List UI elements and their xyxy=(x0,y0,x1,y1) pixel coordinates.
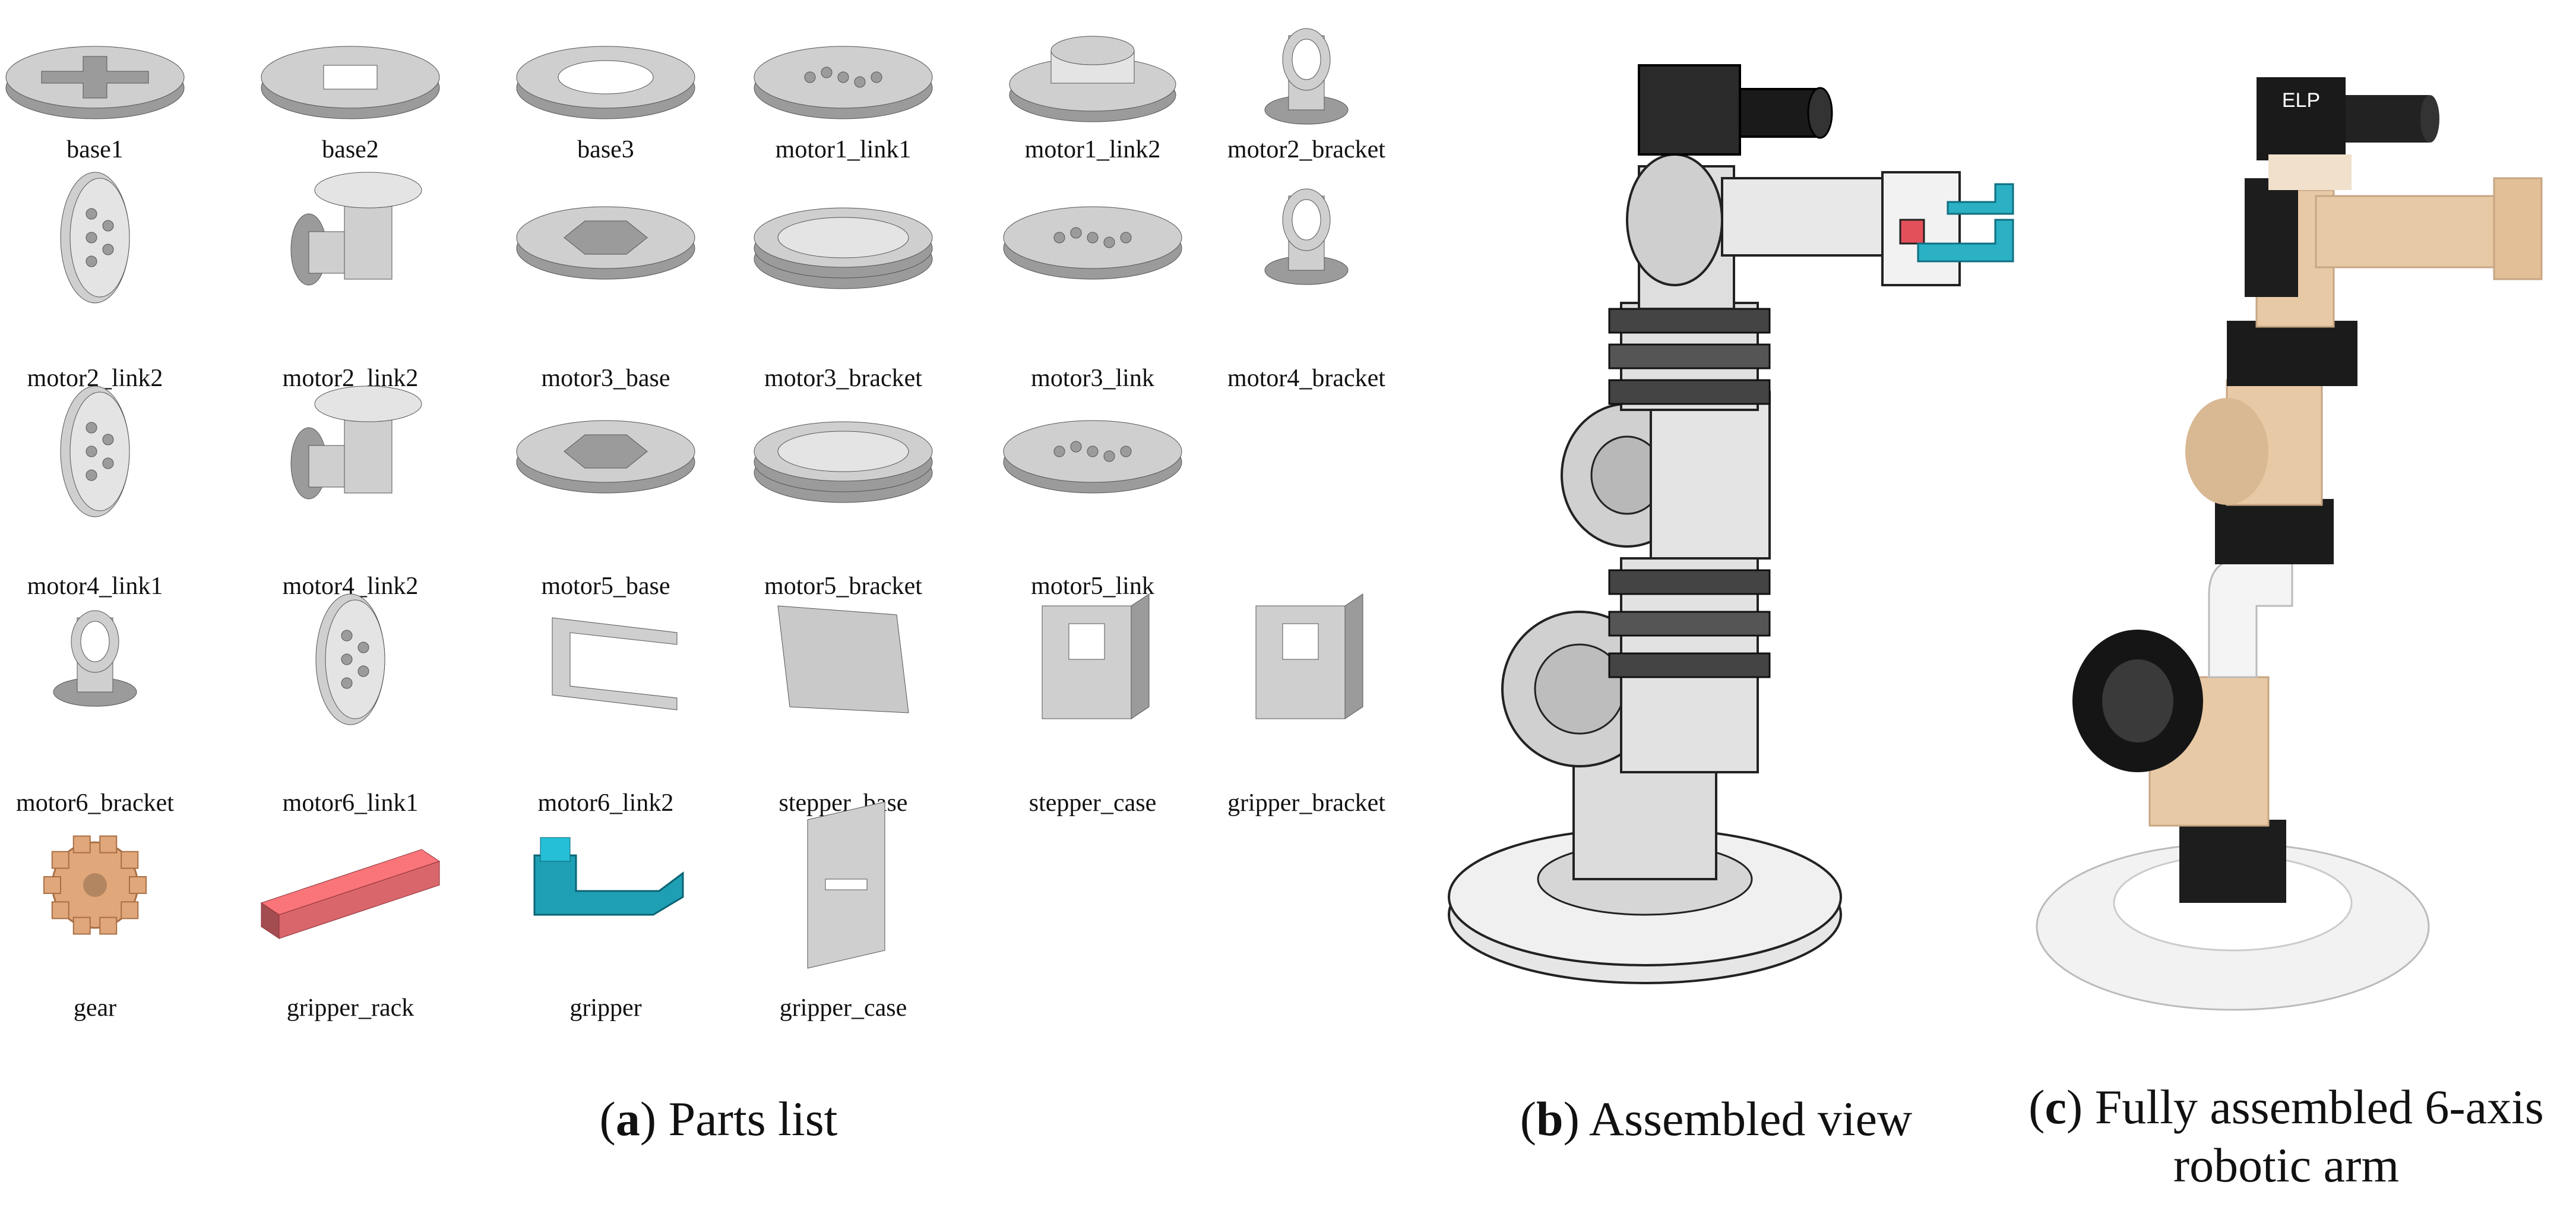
part-base1: base1 xyxy=(5,46,185,163)
caption-a: (a) Parts list xyxy=(599,1092,838,1146)
part-gripper-bracket: gripper_bracket xyxy=(1227,593,1385,817)
ring-stack-icon xyxy=(754,207,933,289)
part-stepper-case: stepper_case xyxy=(1029,593,1157,817)
block-case-icon xyxy=(1042,593,1150,719)
disc-side-icon xyxy=(315,593,385,725)
part-label: gripper_bracket xyxy=(1227,789,1385,817)
plate-square-window-icon xyxy=(261,46,440,119)
part-motor5-bracket: motor5_bracket xyxy=(754,421,933,600)
part-label: motor4_link1 xyxy=(27,573,163,600)
robot-arm-photo: ELP xyxy=(2036,77,2543,1011)
ring-stack-icon xyxy=(754,421,933,503)
plate-holes-icon xyxy=(1003,420,1182,494)
part-label: motor3_bracket xyxy=(764,365,922,392)
disc-side-icon xyxy=(60,386,130,517)
plate-holes-icon xyxy=(1003,206,1182,280)
u-channel-icon xyxy=(552,617,678,710)
part-gripper-rack: gripper_rack xyxy=(260,849,441,1022)
part-label: motor6_link2 xyxy=(538,789,674,817)
part-gear: gear xyxy=(43,835,147,1022)
part-label: motor1_link2 xyxy=(1025,136,1161,163)
part-motor1-link1: motor1_link1 xyxy=(754,46,933,163)
stepped-plate-icon xyxy=(1009,36,1176,122)
part-motor3-base: motor3_base xyxy=(516,206,695,392)
part-base2: base2 xyxy=(261,46,440,163)
part-label: motor6_bracket xyxy=(16,789,174,817)
part-base3: base3 xyxy=(516,46,695,163)
part-label: motor3_link xyxy=(1031,365,1154,392)
part-motor3-link: motor3_link xyxy=(1003,206,1182,392)
part-motor6-link2: motor6_link2 xyxy=(538,617,678,817)
square-plate-icon xyxy=(777,605,909,713)
part-label: gear xyxy=(74,994,116,1022)
part-motor6-link1: motor6_link1 xyxy=(283,593,419,817)
block-bracket-icon xyxy=(1255,593,1363,719)
part-motor3-bracket: motor3_bracket xyxy=(754,207,933,392)
plate-holes-icon xyxy=(754,46,933,119)
part-motor5-base: motor5_base xyxy=(516,420,695,600)
part-gripper-case: gripper_case xyxy=(780,801,907,1022)
part-label: motor5_bracket xyxy=(764,573,922,600)
part-label: motor2_bracket xyxy=(1227,136,1385,163)
part-label: motor3_base xyxy=(542,365,670,392)
part-label: base1 xyxy=(67,136,124,163)
part-label: base3 xyxy=(577,136,634,163)
part-label: gripper_rack xyxy=(287,994,414,1022)
ring-bracket-icon xyxy=(53,610,137,707)
hex-plate-icon xyxy=(516,206,695,280)
part-gripper: gripper xyxy=(533,837,684,1022)
hex-plate-icon xyxy=(516,420,695,494)
part-motor6-bracket: motor6_bracket xyxy=(16,610,174,817)
part-label: motor1_link1 xyxy=(776,136,912,163)
part-motor4-link1: motor4_link1 xyxy=(27,386,163,600)
part-motor1-link2: motor1_link2 xyxy=(1009,36,1176,163)
part-label: gripper_case xyxy=(780,994,907,1022)
bracket-icon xyxy=(1264,28,1349,125)
part-motor2-link2: motor2_link2 xyxy=(27,172,163,392)
part-motor2-bracket: motor2_bracket xyxy=(1227,28,1385,163)
part-label: stepper_case xyxy=(1029,789,1157,817)
plate-cross-icon xyxy=(5,46,185,119)
part-stepper-base: stepper_base xyxy=(777,605,909,817)
caption-b: (b) Assembled view xyxy=(1520,1092,1913,1146)
slotted-plate-icon xyxy=(807,801,885,969)
part-label: motor6_link1 xyxy=(283,789,419,817)
part-label: base2 xyxy=(322,136,379,163)
part-motor2-link2: motor2_link2 xyxy=(283,172,422,392)
part-label: gripper xyxy=(569,994,641,1022)
assembled-view-illustration xyxy=(1448,64,2014,984)
part-label: motor5_link xyxy=(1031,573,1154,600)
elbow-tube-icon xyxy=(290,172,422,286)
part-motor4-link2: motor4_link2 xyxy=(283,386,422,600)
part-label: motor4_bracket xyxy=(1227,365,1385,392)
gear-icon xyxy=(43,835,147,935)
disc-side-icon xyxy=(60,172,130,304)
ring-plate-icon xyxy=(516,46,695,119)
gripper-finger-icon xyxy=(533,837,684,916)
part-motor4-bracket: motor4_bracket xyxy=(1227,188,1385,392)
svg-text:ELP: ELP xyxy=(2282,89,2320,112)
bracket-icon xyxy=(1264,188,1349,285)
part-label: motor5_base xyxy=(542,573,670,600)
rack-icon xyxy=(260,849,441,939)
elbow-tube-icon xyxy=(290,386,422,500)
part-motor5-link: motor5_link xyxy=(1003,420,1182,600)
